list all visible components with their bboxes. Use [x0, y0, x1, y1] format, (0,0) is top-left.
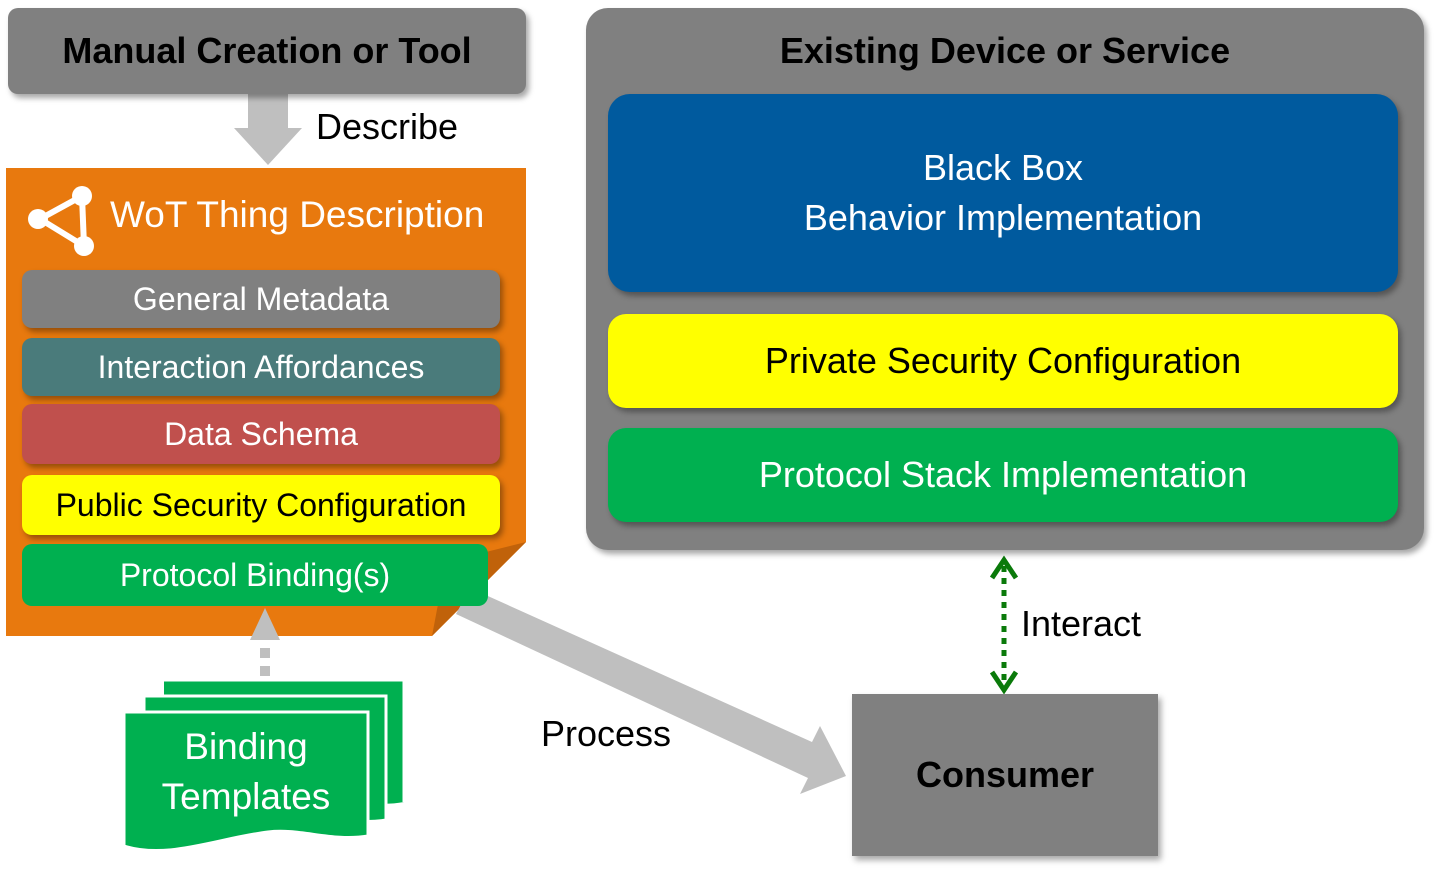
share-nodes-icon — [28, 186, 94, 256]
protocol-stack-implementation: Protocol Stack Implementation — [608, 428, 1398, 522]
td-row-public-security: Public Security Configuration — [22, 475, 500, 535]
td-row-interaction-affordances: Interaction Affordances — [22, 338, 500, 396]
interact-label: Interact — [1021, 603, 1142, 644]
existing-device-title: Existing Device or Service — [779, 30, 1231, 71]
manual-creation-label: Manual Creation or Tool — [62, 30, 472, 71]
protocol-bindings-label: Protocol Binding(s) — [119, 556, 391, 593]
td-row-protocol-bindings: Protocol Binding(s) — [22, 544, 488, 606]
td-title: WoT Thing Description — [110, 194, 485, 235]
consumer-box: Consumer — [852, 694, 1158, 856]
interaction-affordances-label: Interaction Affordances — [97, 348, 425, 385]
td-row-general-metadata: General Metadata — [22, 270, 500, 328]
black-box-behavior: Black Box Behavior Implementation — [608, 94, 1398, 292]
process-arrow — [456, 588, 846, 794]
describe-label: Describe — [316, 106, 459, 147]
binding-templates-stack — [122, 678, 406, 853]
binding-templates-line2: Templates — [161, 776, 331, 817]
binding-templates-line1: Binding — [184, 726, 308, 767]
consumer-label: Consumer — [915, 754, 1095, 795]
private-security-label: Private Security Configuration — [764, 340, 1242, 381]
public-security-label: Public Security Configuration — [55, 486, 467, 523]
binding-templates-label: Binding Templates — [126, 722, 366, 822]
black-box-line2: Behavior Implementation — [803, 197, 1203, 238]
process-label: Process — [541, 713, 672, 754]
binding-to-td-dashed-arrow — [250, 608, 280, 676]
describe-arrow — [234, 94, 302, 165]
general-metadata-label: General Metadata — [132, 280, 390, 317]
td-row-data-schema: Data Schema — [22, 404, 500, 464]
interact-arrow — [989, 555, 1019, 695]
protocol-stack-label: Protocol Stack Implementation — [758, 454, 1248, 495]
manual-creation-box: Manual Creation or Tool — [8, 8, 526, 94]
black-box-line1: Black Box — [922, 147, 1084, 188]
data-schema-label: Data Schema — [164, 415, 358, 452]
private-security-config: Private Security Configuration — [608, 314, 1398, 408]
